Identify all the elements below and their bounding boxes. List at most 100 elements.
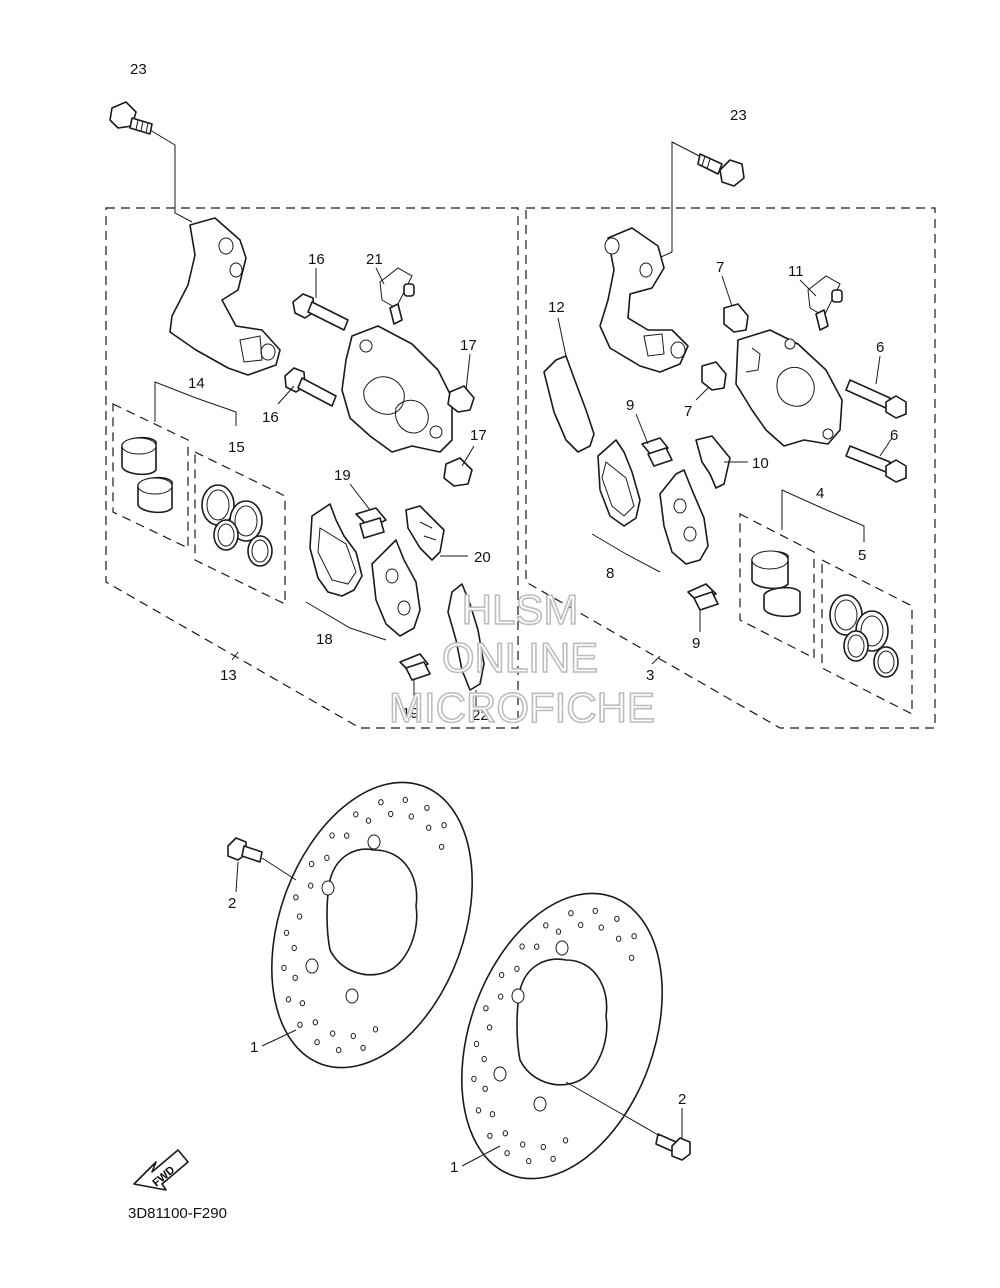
drilled-hole <box>498 971 505 979</box>
leader-6b <box>879 437 893 457</box>
piston-4 <box>751 550 801 618</box>
leader-19a <box>349 483 371 511</box>
drilled-hole <box>378 799 384 806</box>
drilled-hole <box>562 1137 569 1144</box>
drilled-hole <box>344 832 350 839</box>
drilled-hole <box>350 1032 356 1040</box>
disc-holes-upper <box>281 796 447 1054</box>
drilled-hole <box>616 935 622 942</box>
leader-8 <box>591 533 661 573</box>
bolt-6-lower <box>845 445 907 483</box>
callout-6b: 6 <box>890 427 898 444</box>
drilled-hole <box>526 1158 532 1165</box>
boot-7-upper <box>723 303 749 333</box>
leader-13 <box>231 651 239 661</box>
leader-1a <box>261 1029 297 1047</box>
pin-17-lower <box>443 457 473 487</box>
callout-8: 8 <box>606 565 614 582</box>
leader-17a <box>465 353 471 391</box>
leader-2a <box>235 861 239 893</box>
drilled-hole <box>578 921 584 929</box>
leader-11 <box>799 279 817 297</box>
callout-23b: 23 <box>730 107 747 124</box>
callout-2a: 2 <box>228 895 236 912</box>
drilled-hole <box>329 832 335 839</box>
drilled-hole <box>540 1143 546 1151</box>
leader-16b <box>277 385 295 405</box>
bolt-16-upper <box>292 293 349 331</box>
drilled-hole <box>519 943 525 950</box>
seals-15 <box>201 484 273 567</box>
drilled-hole <box>308 882 314 889</box>
callout-9a: 9 <box>626 397 634 414</box>
leader-7a <box>721 275 733 307</box>
drilled-hole <box>543 922 549 929</box>
drilled-hole <box>568 910 574 917</box>
drilled-hole <box>471 1075 477 1083</box>
leader-23a <box>149 129 193 223</box>
drilled-hole <box>293 894 299 901</box>
drilled-hole <box>402 796 408 804</box>
callout-9b: 9 <box>692 635 700 652</box>
drilled-hole <box>324 854 330 862</box>
drilled-hole <box>514 965 520 973</box>
disc-bolt-2-right <box>655 1133 691 1161</box>
callout-21: 21 <box>366 251 383 268</box>
drilled-hole <box>473 1040 480 1048</box>
pad-8b <box>659 469 709 565</box>
drilled-hole <box>482 1085 488 1092</box>
drilled-hole <box>598 924 604 931</box>
shim-10 <box>695 435 731 489</box>
callout-1a: 1 <box>250 1039 258 1056</box>
watermark-line-2: ONLINE <box>442 634 598 681</box>
assembly-box-3 <box>525 207 936 729</box>
drilled-hole <box>365 817 372 824</box>
drilled-hole <box>628 954 635 961</box>
drilled-hole <box>592 907 598 915</box>
clip-19-upper <box>355 507 387 539</box>
drilled-hole <box>308 860 315 868</box>
callout-2b: 2 <box>678 1091 686 1108</box>
pin-17-upper <box>447 385 475 413</box>
leader-3 <box>651 655 661 665</box>
callout-19a: 19 <box>334 467 351 484</box>
bleeder-valve-11 <box>807 275 843 331</box>
callout-10: 10 <box>752 455 769 472</box>
leader-2b-disc <box>565 1081 661 1137</box>
callout-5: 5 <box>858 547 866 564</box>
drilled-hole <box>283 929 290 937</box>
spring-22 <box>447 583 485 691</box>
seal-box-5 <box>821 559 913 715</box>
leader-18 <box>305 601 387 641</box>
drilled-hole <box>481 1055 487 1063</box>
drilled-hole <box>550 1155 556 1162</box>
callout-17b: 17 <box>470 427 487 444</box>
callout-11: 11 <box>788 263 804 280</box>
pad-18a <box>309 503 363 597</box>
clip-19-lower <box>399 653 431 681</box>
drilled-hole <box>291 944 297 952</box>
leader-17b <box>461 445 475 467</box>
drilled-hole <box>292 974 298 981</box>
bolt-16-lower <box>284 367 337 407</box>
drilled-hole <box>555 928 562 935</box>
drilled-hole <box>388 810 394 818</box>
leader-4 <box>781 489 865 542</box>
drilled-hole <box>475 1107 482 1114</box>
leader-1b <box>461 1145 501 1167</box>
callout-15: 15 <box>228 439 245 456</box>
callout-4: 4 <box>816 485 824 502</box>
drilled-hole <box>520 1141 526 1148</box>
drilled-hole <box>408 813 414 820</box>
spring-12 <box>543 355 595 453</box>
caliper-bracket-left <box>169 217 281 376</box>
callout-16b: 16 <box>262 409 279 426</box>
callout-1b: 1 <box>450 1159 458 1176</box>
watermark-line-1: HLSM <box>462 586 579 633</box>
callout-17a: 17 <box>460 337 477 354</box>
bolt-23-right <box>697 153 745 187</box>
drilled-hole <box>281 964 287 972</box>
drilled-hole <box>353 811 359 818</box>
